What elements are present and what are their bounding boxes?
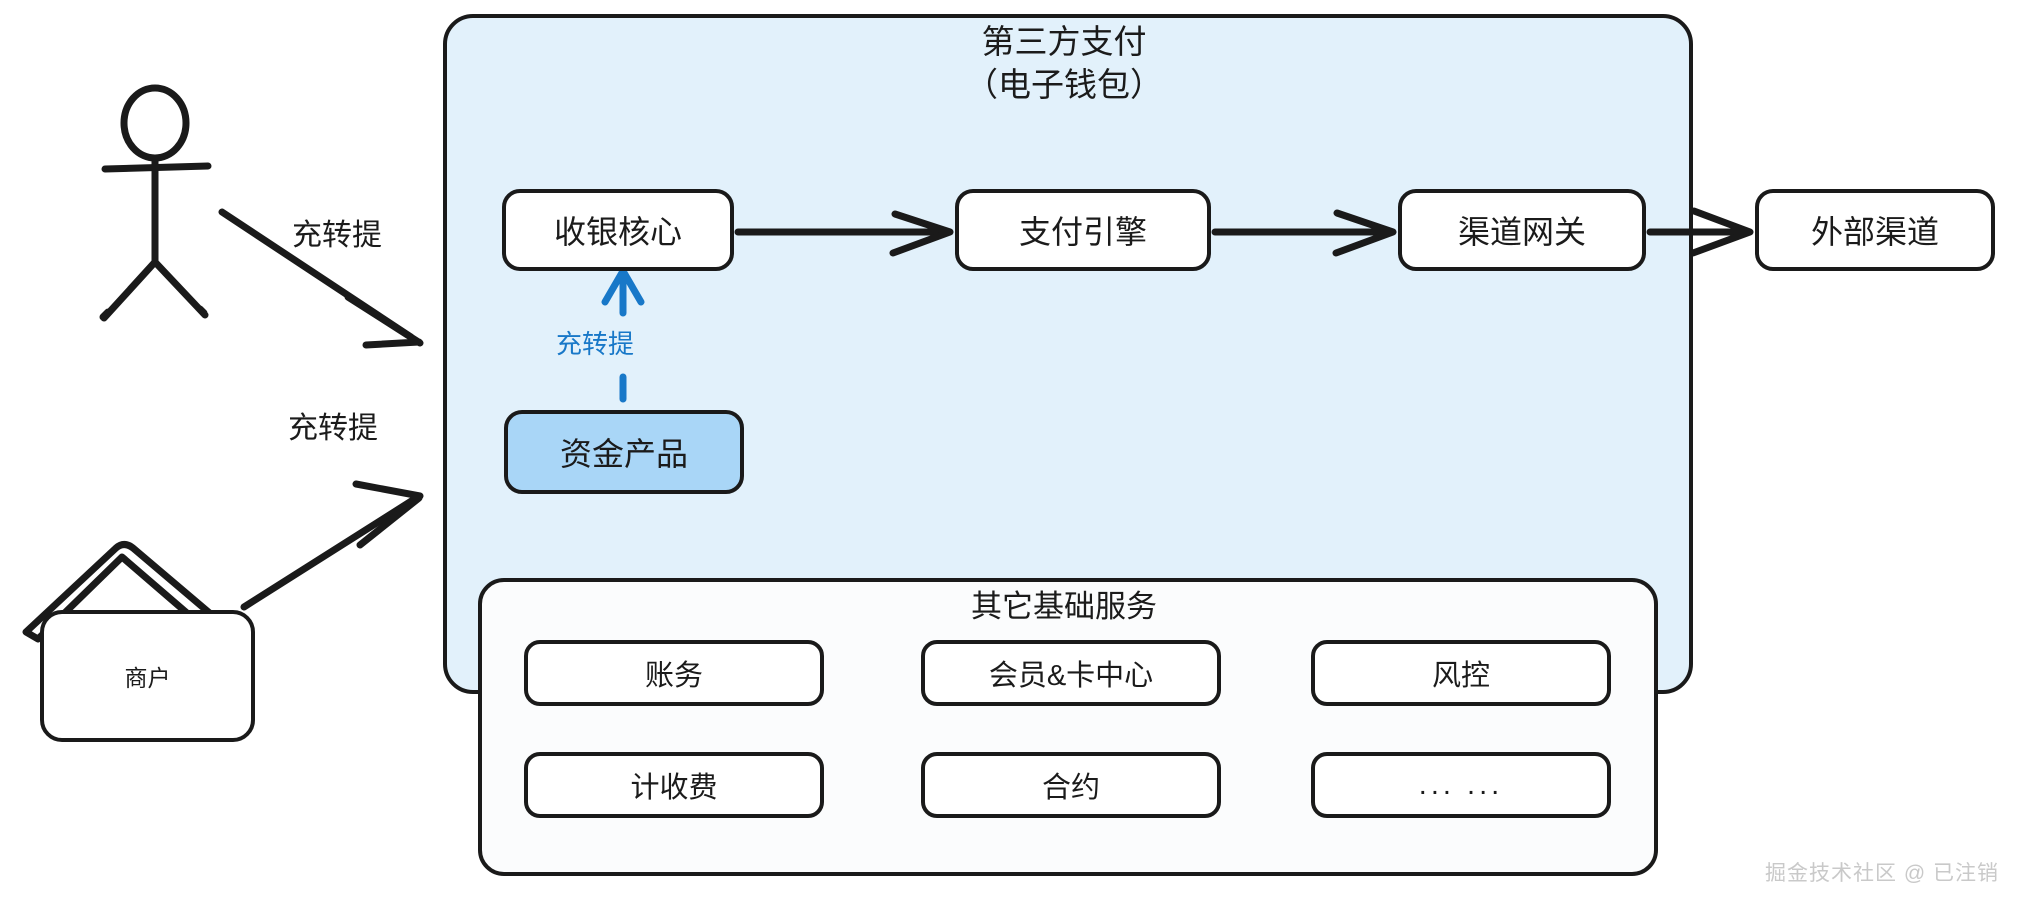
arrow-fund-to-cashier xyxy=(601,267,645,403)
arrow-merchant-to-fund xyxy=(240,480,424,611)
node-channel-gateway[interactable]: 渠道网关 xyxy=(1398,189,1646,271)
arrow-user-to-fund xyxy=(218,208,424,349)
node-payment-engine[interactable]: 支付引擎 xyxy=(955,189,1211,271)
container-title: 第三方支付 （电子钱包） xyxy=(443,20,1685,106)
arrow-engine-to-gateway xyxy=(1211,209,1397,257)
watermark: 掘金技术社区 @ 已注销 xyxy=(1765,862,1999,885)
basic-services-panel xyxy=(478,578,1658,876)
edge-label-merchant-flow: 充转提 xyxy=(288,412,378,445)
container-title-line-1: 第三方支付 xyxy=(981,23,1147,60)
node-cashier-core[interactable]: 收银核心 xyxy=(502,189,734,271)
stick-figure-actor-icon xyxy=(99,84,212,322)
arrow-gateway-to-external xyxy=(1646,207,1754,257)
node-external-channel[interactable]: 外部渠道 xyxy=(1755,189,1995,271)
service-node-fee[interactable]: 计收费 xyxy=(524,752,824,818)
service-node-member[interactable]: 会员&卡中心 xyxy=(921,640,1221,706)
edge-label-fund-flow: 充转提 xyxy=(556,329,635,359)
edge-label-user-flow: 充转提 xyxy=(292,219,382,252)
arrow-cashier-to-engine xyxy=(734,210,954,257)
node-merchant[interactable]: 商户 xyxy=(40,610,255,742)
basic-services-title: 其它基础服务 xyxy=(971,589,1157,624)
service-node-risk[interactable]: 风控 xyxy=(1311,640,1611,706)
container-title-line-2: （电子钱包） xyxy=(965,66,1163,103)
node-fund-product[interactable]: 资金产品 xyxy=(504,410,744,494)
service-node-contract[interactable]: 合约 xyxy=(921,752,1221,818)
service-node-etc[interactable]: ... ... xyxy=(1311,752,1611,818)
service-node-account[interactable]: 账务 xyxy=(524,640,824,706)
